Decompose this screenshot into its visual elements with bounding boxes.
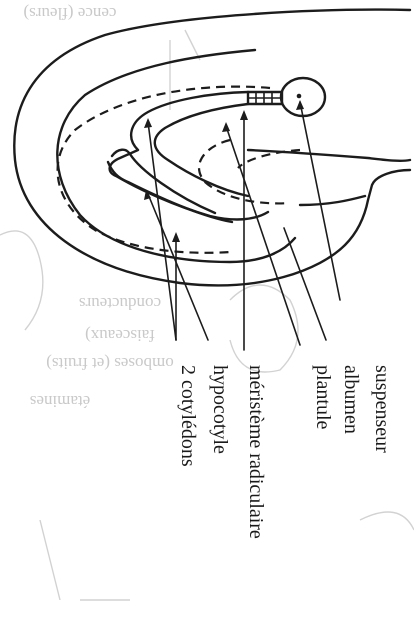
leader-albumen xyxy=(284,228,326,340)
ghost-curve-3 xyxy=(360,512,414,530)
ghost-text-4: omboses (et fruits) xyxy=(46,354,173,373)
arrow-cotyledon-1 xyxy=(144,118,152,128)
albumen-boundary xyxy=(58,87,270,253)
arrow-meristeme xyxy=(240,110,248,120)
suspensor xyxy=(248,78,325,116)
arrow-plantule xyxy=(222,122,230,132)
labels: suspenseur albumen plantule méristème ra… xyxy=(177,365,393,539)
label-cotyledons: 2 cotylédons xyxy=(177,365,199,467)
arrow-cotyledon-2 xyxy=(172,232,180,242)
ghost-curve-1 xyxy=(0,231,43,330)
ghost-text-5: étamines xyxy=(30,392,90,411)
label-suspenseur: suspenseur xyxy=(371,365,393,453)
receptacle-edge xyxy=(300,196,365,205)
label-albumen: albumen xyxy=(340,365,362,434)
leader-plantule xyxy=(226,126,300,345)
seed-coat-inner xyxy=(57,50,295,262)
ghost-text-2: conducteurs xyxy=(79,294,161,313)
ghost-curve-2 xyxy=(230,285,298,372)
leader-hypocotyle xyxy=(148,194,208,340)
bleed-through: cence (fleurs) conducteurs faisceaux) om… xyxy=(0,4,414,600)
ghost-text-3: faisceaux) xyxy=(85,326,155,345)
label-hypocotyle: hypocotyle xyxy=(209,365,231,454)
ghost-lines xyxy=(40,520,130,600)
arrow-suspenseur xyxy=(296,100,304,110)
leader-lines xyxy=(144,100,340,350)
receptacle-edge-2 xyxy=(248,150,410,161)
label-meristeme: méristème radiculaire xyxy=(245,365,267,539)
label-plantule: plantule xyxy=(312,365,334,430)
ghost-text-1: cence (fleurs) xyxy=(24,4,117,23)
